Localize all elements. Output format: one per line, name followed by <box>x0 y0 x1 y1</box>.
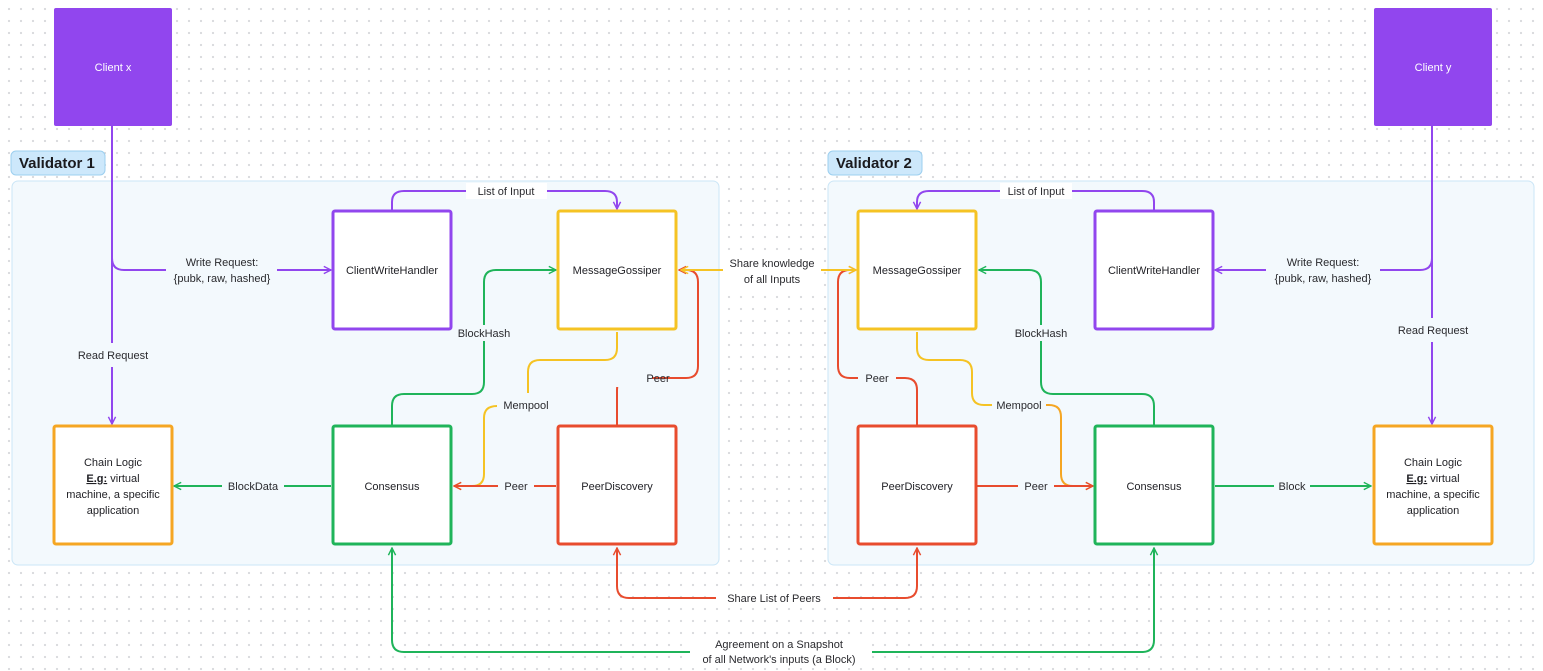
v1-message-gossiper-label: MessageGossiper <box>573 265 662 277</box>
label-peer-gossiper-v1: Peer <box>646 373 670 385</box>
label-read-request-v2: Read Request <box>1398 325 1468 337</box>
v1-peer-discovery-label: PeerDiscovery <box>581 481 653 493</box>
v1-client-write-handler-node: ClientWriteHandler <box>331 209 453 331</box>
v2-peer-discovery-node: PeerDiscovery <box>856 424 978 546</box>
label-blockhash-v2: BlockHash <box>1015 328 1068 340</box>
edge-mempool-v2-a <box>916 332 992 406</box>
edge-blockhash-v2 <box>979 270 1155 426</box>
v1-chain-logic-line3: machine, a specific <box>66 489 160 501</box>
label-read-request-v1: Read Request <box>78 350 148 362</box>
v1-peer-discovery-node: PeerDiscovery <box>556 424 678 546</box>
label-peer-consensus-v1: Peer <box>504 481 528 493</box>
label-share-knowledge-line2: of all Inputs <box>744 274 801 286</box>
v2-chain-logic-eg: E.g: <box>1406 473 1427 485</box>
v2-consensus-label: Consensus <box>1126 481 1182 493</box>
v2-message-gossiper-label: MessageGossiper <box>873 265 962 277</box>
label-share-peers: Share List of Peers <box>727 593 821 605</box>
label-write-request-v1-line1: Write Request: <box>186 257 259 269</box>
label-mempool-v2: Mempool <box>996 400 1041 412</box>
client-x-node: Client x <box>54 8 172 126</box>
edge-mempool-v1-a <box>527 332 618 393</box>
edge-labels: Write Request: {pubk, raw, hashed} Read … <box>78 186 1468 666</box>
label-write-request-v1-line2: {pubk, raw, hashed} <box>174 273 271 285</box>
v2-chain-logic-line1: Chain Logic <box>1404 457 1463 469</box>
client-x-label: Client x <box>95 62 132 74</box>
label-block-v2: Block <box>1279 481 1306 493</box>
edge-list-of-input-v2-a <box>1072 190 1155 211</box>
edge-label-backgrounds <box>76 183 1470 668</box>
v2-chain-logic-line3: machine, a specific <box>1386 489 1480 501</box>
v1-chain-logic-line2-rest: virtual <box>107 473 139 485</box>
label-list-of-input-v2: List of Input <box>1008 186 1065 198</box>
label-share-knowledge-line1: Share knowledge <box>729 258 814 270</box>
client-y-node: Client y <box>1374 8 1492 126</box>
label-blockhash-v1: BlockHash <box>458 328 511 340</box>
v1-consensus-label: Consensus <box>364 481 420 493</box>
label-mempool-v1: Mempool <box>503 400 548 412</box>
v2-chain-logic-node: Chain Logic E.g: virtual machine, a spec… <box>1372 424 1494 546</box>
label-blockdata-v1: BlockData <box>228 481 279 493</box>
v2-message-gossiper-node: MessageGossiper <box>856 209 978 331</box>
v2-consensus-node: Consensus <box>1093 424 1215 546</box>
v2-chain-logic-line2-rest: virtual <box>1427 473 1459 485</box>
label-peer-gossiper-v2: Peer <box>865 373 889 385</box>
edge-list-of-input-v2-b <box>917 190 1000 209</box>
validator-2-label <box>827 150 923 176</box>
edge-list-of-input-v1-a <box>391 190 466 211</box>
label-peer-consensus-v2: Peer <box>1024 481 1048 493</box>
validator-1-label <box>10 150 106 176</box>
v1-chain-logic-line2: E.g: virtual <box>86 473 139 485</box>
client-y-label: Client y <box>1415 62 1452 74</box>
v2-chain-logic-line4: application <box>1407 505 1460 517</box>
v1-chain-logic-line1: Chain Logic <box>84 457 143 469</box>
label-write-request-v2-line1: Write Request: <box>1287 257 1360 269</box>
v1-chain-logic-node: Chain Logic E.g: virtual machine, a spec… <box>52 424 174 546</box>
v1-message-gossiper-node: MessageGossiper <box>556 209 678 331</box>
v1-consensus-node: Consensus <box>331 424 453 546</box>
v1-chain-logic-line4: application <box>87 505 140 517</box>
edge-blockhash-v1 <box>391 270 556 426</box>
validator-1-title: Validator 1 <box>19 155 95 172</box>
label-agreement-line2: of all Network's inputs (a Block) <box>702 654 855 666</box>
label-agreement-line1: Agreement on a Snapshot <box>715 639 843 651</box>
validator-2-title: Validator 2 <box>836 155 912 172</box>
v1-client-write-handler-label: ClientWriteHandler <box>346 265 438 277</box>
label-write-request-v2-line2: {pubk, raw, hashed} <box>1275 273 1372 285</box>
v2-peer-discovery-label: PeerDiscovery <box>881 481 953 493</box>
v1-chain-logic-eg: E.g: <box>86 473 107 485</box>
v2-chain-logic-line2: E.g: virtual <box>1406 473 1459 485</box>
label-list-of-input-v1: List of Input <box>478 186 535 198</box>
v2-client-write-handler-node: ClientWriteHandler <box>1093 209 1215 331</box>
v2-client-write-handler-label: ClientWriteHandler <box>1108 265 1200 277</box>
edge-list-of-input-v1-b <box>547 190 617 209</box>
